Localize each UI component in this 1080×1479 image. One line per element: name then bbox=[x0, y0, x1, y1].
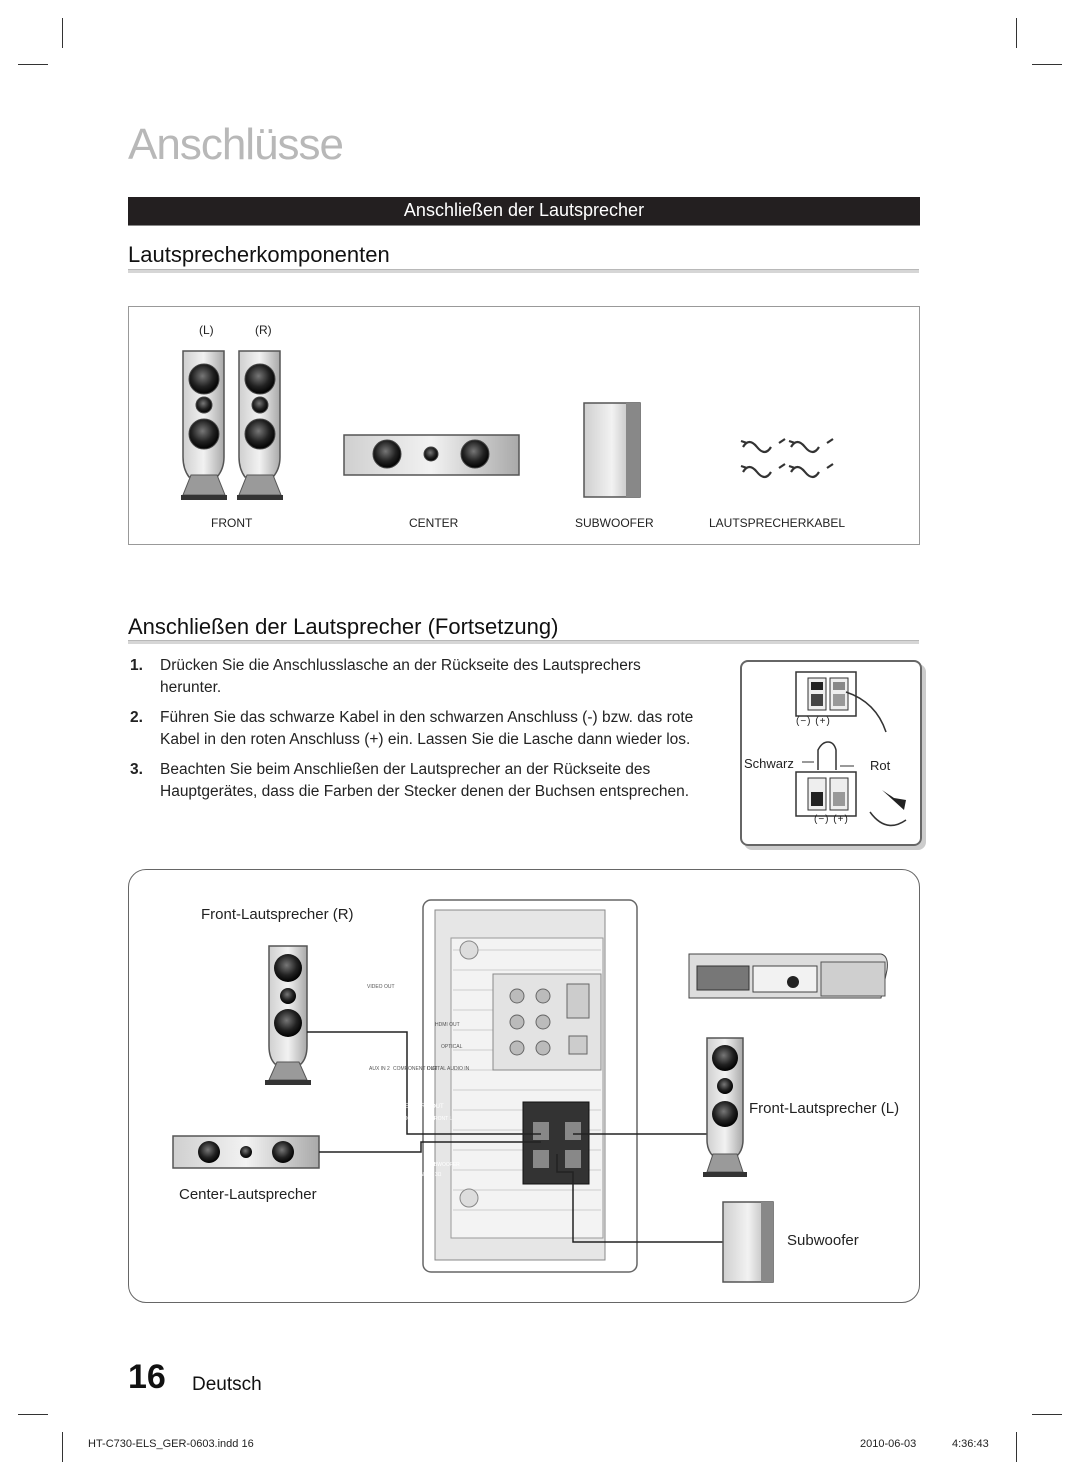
steps-list: 1.Drücken Sie die Anschlusslasche an der… bbox=[128, 655, 700, 811]
components-illustration bbox=[181, 350, 834, 500]
front-speaker-right-icon bbox=[265, 945, 311, 1085]
components-heading: Lautsprecherkomponenten bbox=[128, 242, 390, 267]
step-item: 1.Drücken Sie die Anschlusslasche an der… bbox=[130, 657, 641, 696]
panel-speakers-out-label: SPEAKERS OUT bbox=[397, 1104, 444, 1110]
front-speaker-left-icon bbox=[703, 1037, 747, 1177]
panel-optical-label: OPTICAL bbox=[441, 1044, 463, 1050]
subwoofer-icon bbox=[722, 1201, 774, 1283]
section-bar: Anschließen der Lautsprecher bbox=[128, 197, 920, 226]
footer-date: 2010-06-03 bbox=[860, 1438, 917, 1450]
terminal-drawing bbox=[795, 671, 907, 827]
subwoofer-label: Subwoofer bbox=[787, 1232, 859, 1249]
panel-front-l-label: FRONT L bbox=[431, 1116, 453, 1122]
center-label: Center-Lautsprecher bbox=[179, 1186, 317, 1203]
speaker-cable-label: LAUTSPRECHERKABEL bbox=[709, 516, 846, 530]
footer-time: 4:36:43 bbox=[952, 1438, 989, 1450]
connecting-heading: Anschließen der Lautsprecher (Fortsetzun… bbox=[128, 614, 559, 639]
center-speaker-icon bbox=[343, 434, 520, 476]
black-label: Schwarz bbox=[744, 756, 794, 771]
front-label: FRONT bbox=[211, 516, 253, 530]
panel-hdmi-out-label: HDMI OUT bbox=[435, 1022, 460, 1028]
main-unit-top-view bbox=[688, 953, 888, 999]
panel-center-label: CENTER bbox=[399, 1162, 420, 1168]
connection-diagram: Front-Lautsprecher (R) Front-Lautspreche… bbox=[128, 869, 920, 1303]
terminal-polarity-bottom: (−) (+) bbox=[814, 814, 849, 825]
section-bar-label: Anschließen der Lautsprecher bbox=[403, 200, 645, 220]
panel-video-out-label: VIDEO OUT bbox=[367, 984, 395, 990]
right-channel-label: (R) bbox=[255, 323, 272, 337]
terminal-illustration: (−) (+) Schwarz Rot (−) (+) bbox=[740, 660, 922, 846]
heading-rule bbox=[128, 640, 919, 644]
crop-mark bbox=[18, 64, 48, 65]
page-title: Anschlüsse bbox=[128, 120, 344, 169]
page-number: 16 bbox=[128, 1358, 166, 1396]
page-language: Deutsch bbox=[192, 1374, 262, 1395]
speaker-cable-icon bbox=[740, 438, 834, 479]
crop-mark bbox=[1032, 64, 1062, 65]
main-unit-rear-panel bbox=[422, 899, 638, 1273]
center-label: CENTER bbox=[409, 516, 459, 530]
crop-mark bbox=[1032, 1414, 1062, 1415]
front-speaker-left-icon bbox=[181, 350, 227, 500]
connection-drawing bbox=[172, 899, 888, 1283]
footer-file: HT-C730-ELS_GER-0603.indd 16 bbox=[88, 1438, 254, 1450]
crop-mark bbox=[1016, 18, 1017, 48]
center-speaker-icon bbox=[172, 1135, 320, 1169]
front-left-label: Front-Lautsprecher (L) bbox=[749, 1100, 900, 1117]
front-speaker-right-icon bbox=[237, 350, 283, 500]
step-item: 2.Führen Sie das schwarze Kabel in den s… bbox=[130, 709, 694, 748]
panel-digital-audio-in-label: DIGITAL AUDIO IN bbox=[427, 1066, 470, 1072]
crop-mark bbox=[18, 1414, 48, 1415]
crop-mark bbox=[62, 18, 63, 48]
red-label: Rot bbox=[870, 758, 891, 773]
crop-mark bbox=[62, 1432, 63, 1462]
left-channel-label: (L) bbox=[199, 323, 214, 337]
speaker-wires bbox=[307, 1031, 723, 1243]
panel-component-out-label: COMPONENT OUT bbox=[393, 1066, 438, 1072]
panel-impedance-label: IMPEDANCE : 3Ω bbox=[401, 1172, 442, 1178]
components-box: (L) (R) FRONT CENTER SUBWOOFER LAUTSPREC… bbox=[128, 306, 920, 545]
panel-front-r-label: FRONT R bbox=[397, 1116, 420, 1122]
front-right-label: Front-Lautsprecher (R) bbox=[201, 906, 354, 923]
subwoofer-label: SUBWOOFER bbox=[575, 516, 654, 530]
crop-mark bbox=[1016, 1432, 1017, 1462]
step-item: 3.Beachten Sie beim Anschließen der Laut… bbox=[130, 761, 690, 800]
subwoofer-icon bbox=[583, 402, 641, 498]
terminal-polarity-top: (−) (+) bbox=[796, 716, 831, 727]
panel-aux-in2-label: AUX IN 2 bbox=[369, 1066, 390, 1072]
heading-rule bbox=[128, 269, 919, 273]
panel-subwoofer-label: SUBWOOFER bbox=[427, 1162, 460, 1168]
